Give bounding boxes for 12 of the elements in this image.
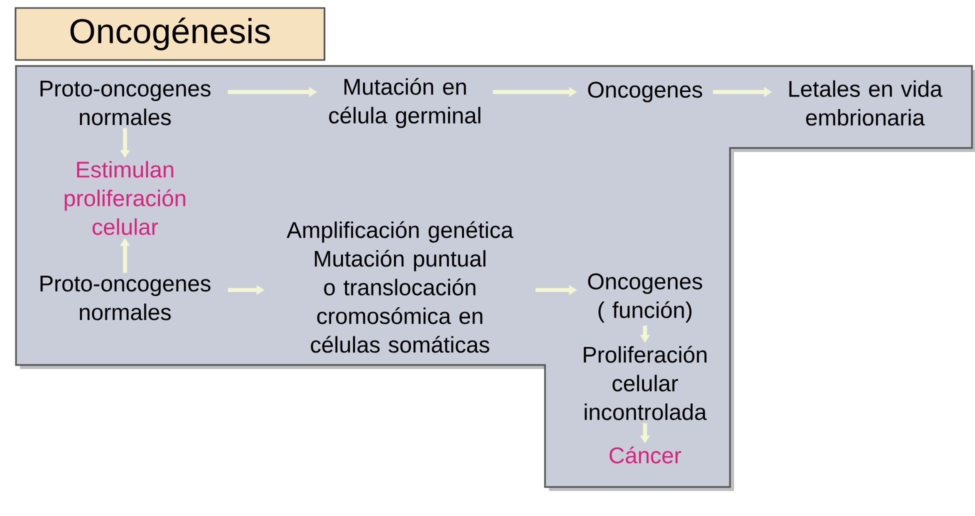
- step-text: Proto-oncogenes normales: [40, 276, 210, 320]
- highlight-text: Cáncer: [610, 446, 682, 464]
- step-text: Mutación en célula germinal: [329, 78, 480, 128]
- step-text: Proto-oncogenes normales: [40, 80, 210, 126]
- highlight-text: Estimulan proliferación celular: [64, 161, 186, 235]
- step-text: Letales en vida embrionaria: [789, 80, 942, 126]
- step-text: Proliferación celular incontrolada: [584, 346, 707, 420]
- step-text: Amplificación genética Mutación puntual o translocación cromosómica en células somáticas: [286, 221, 514, 353]
- title-box: Oncogénesis: [14, 7, 326, 61]
- panel-background: [15, 65, 975, 491]
- step-text: Oncogenes ( función): [588, 273, 702, 323]
- step-text: Oncogenes: [588, 82, 702, 102]
